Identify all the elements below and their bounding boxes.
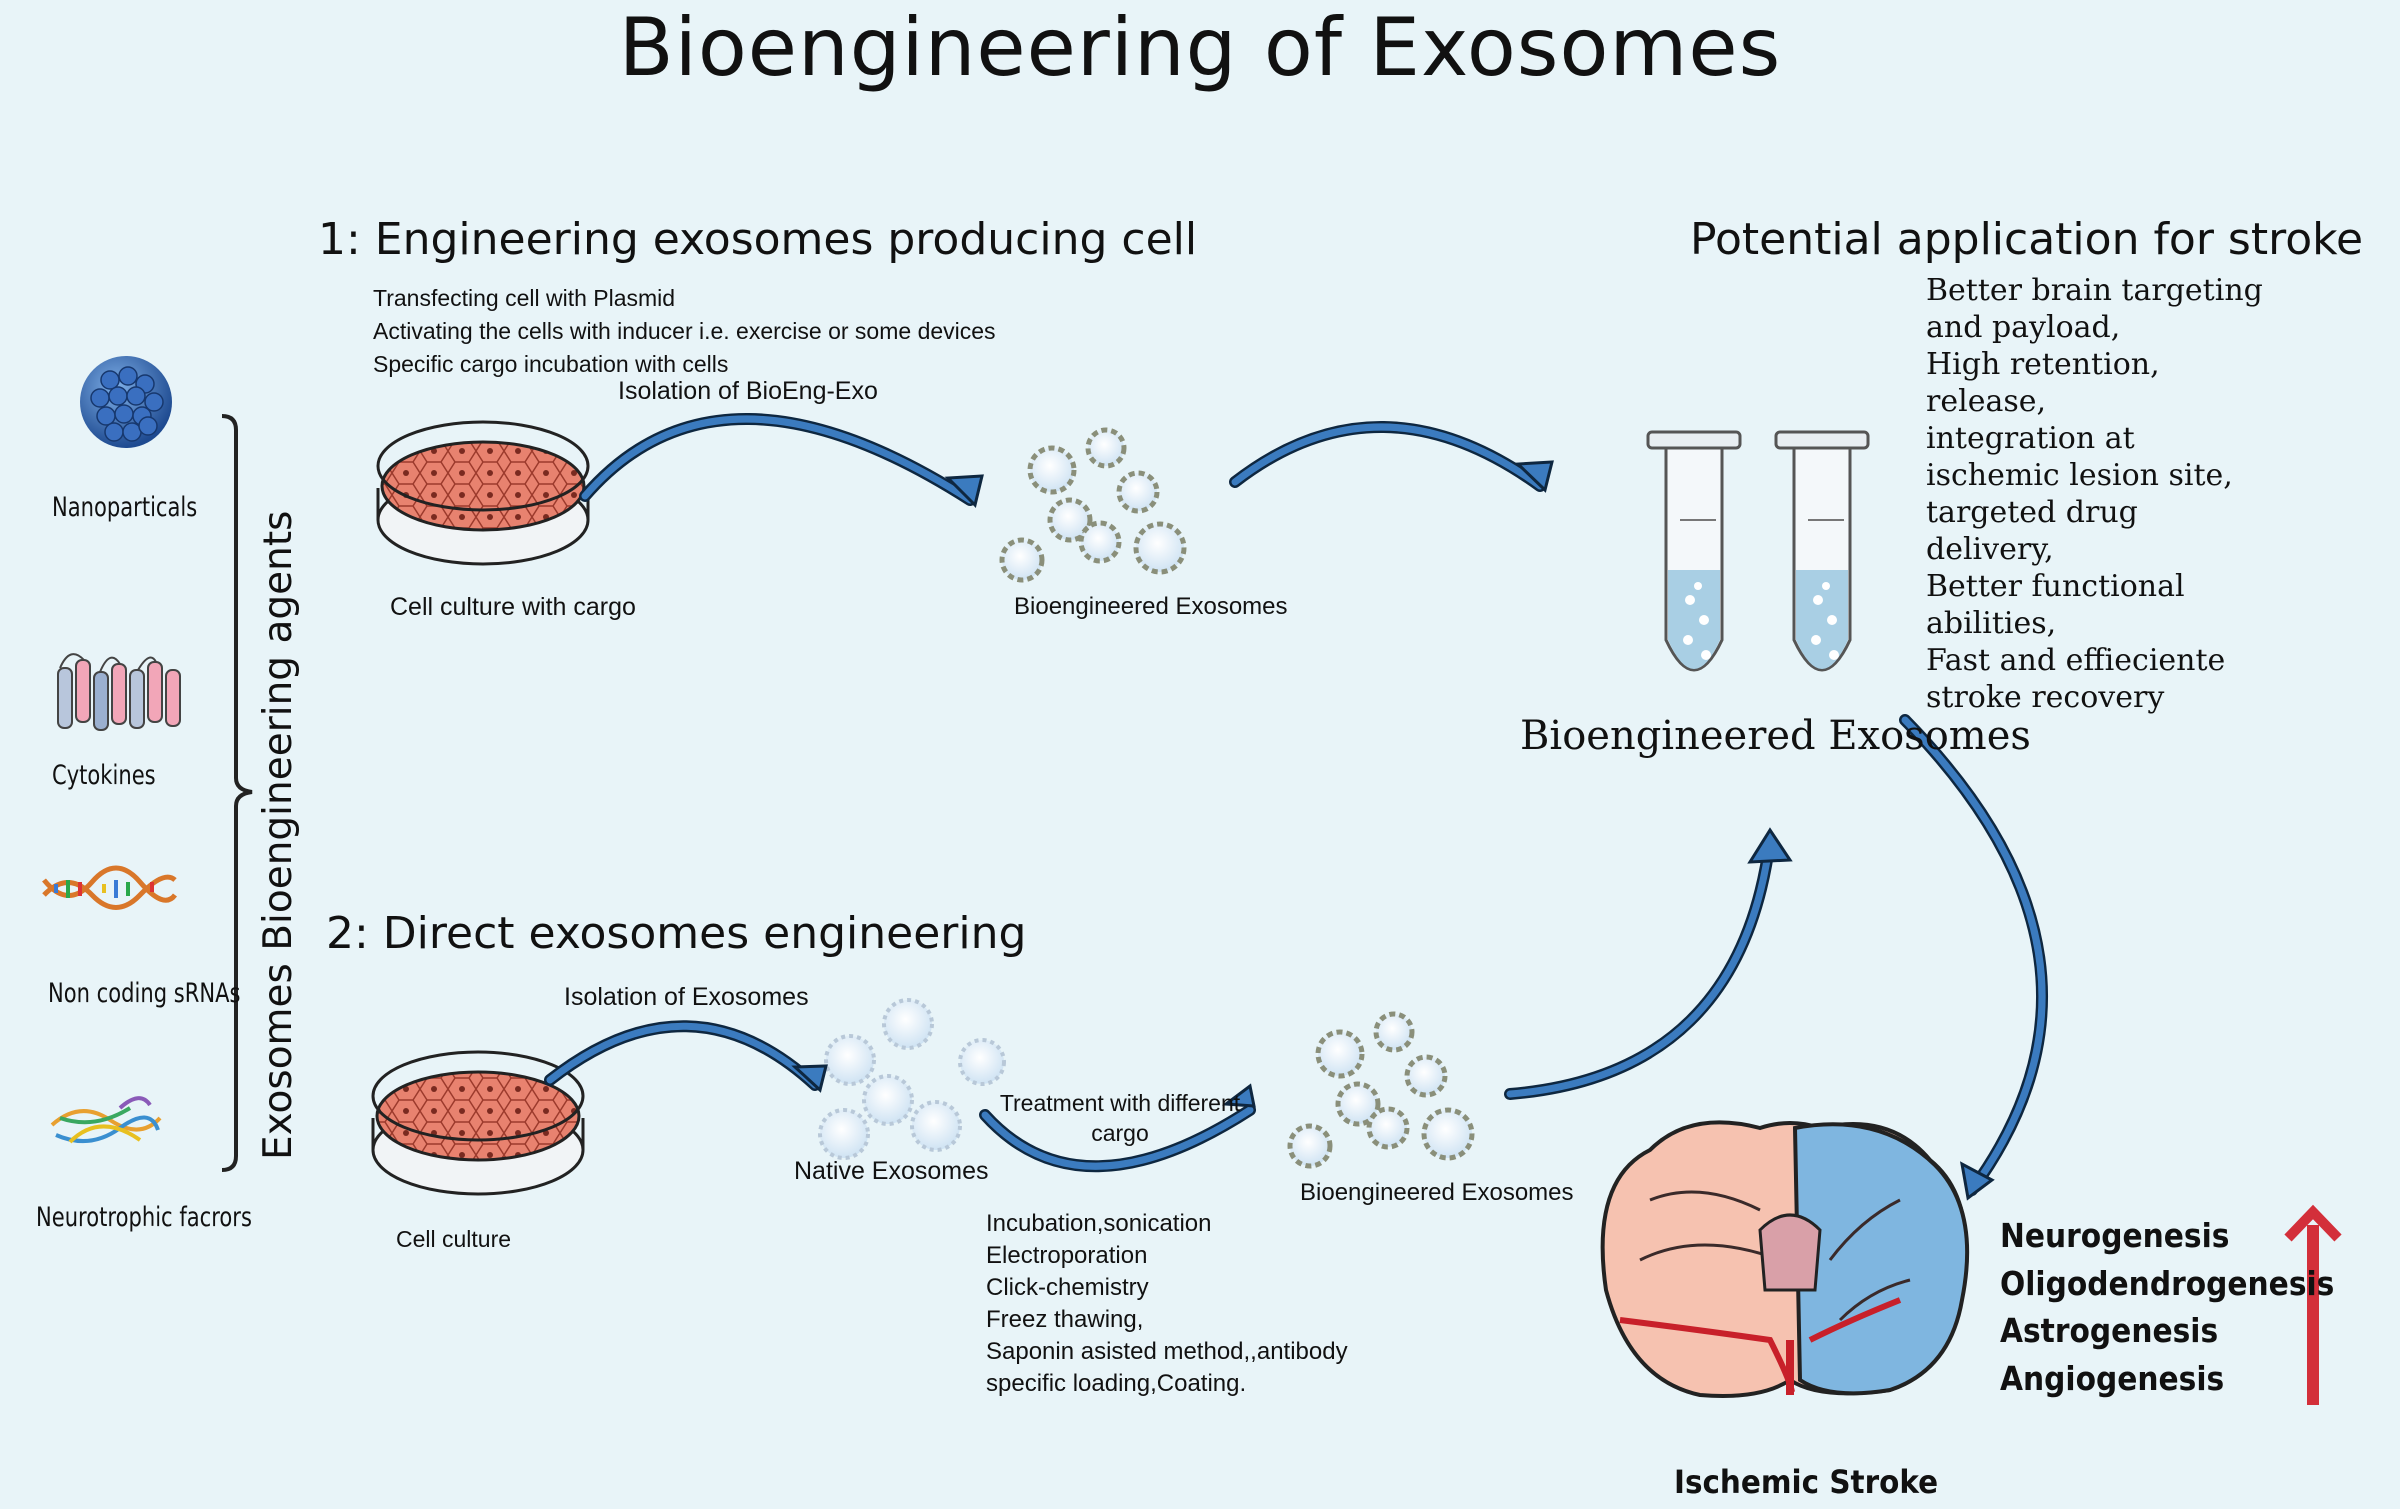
section1-heading: 1: Engineering exosomes producing cell bbox=[318, 214, 1198, 265]
tube-icon bbox=[1646, 430, 1742, 672]
exosome-icon bbox=[999, 427, 1187, 583]
treatment-label: Treatment with different cargo bbox=[999, 1090, 1241, 1146]
method-item: Incubation,sonication bbox=[986, 1210, 1212, 1237]
agents-vertical-label: Exosomes Bioengineering agents bbox=[256, 510, 301, 1160]
up-arrow-icon bbox=[2284, 1204, 2342, 1405]
agent-label: Nanoparticals bbox=[52, 492, 198, 523]
exosomes-label: Bioengineered Exosomes bbox=[1014, 593, 1288, 620]
method-item: Saponin asisted method,,antibody bbox=[986, 1338, 1348, 1365]
agents-bracket bbox=[221, 414, 253, 1172]
method-item: Specific cargo incubation with cells bbox=[373, 351, 729, 377]
culture-label: Cell culture bbox=[396, 1226, 512, 1252]
method-item: Click-chemistry bbox=[986, 1274, 1149, 1301]
neurotrophic-factor-icon bbox=[50, 1096, 162, 1144]
exosomes-label: Bioengineered Exosomes bbox=[1300, 1179, 1574, 1206]
product-label: Bioengineered Exosomes bbox=[1520, 713, 2031, 759]
brain-icon bbox=[1600, 1120, 1970, 1398]
section1-methods: Transfecting cell with Plasmid Activatin… bbox=[373, 282, 996, 381]
petri-dish-icon bbox=[376, 420, 590, 566]
section2-heading: 2: Direct exosomes engineering bbox=[326, 908, 1027, 959]
benefits-list: Better brain targeting and payload, High… bbox=[1926, 273, 2263, 715]
agent-label: Non coding sRNAs bbox=[48, 978, 241, 1009]
method-item: Transfecting cell with Plasmid bbox=[373, 285, 676, 311]
nanoparticle-icon bbox=[80, 356, 172, 448]
method-item: Electroporation bbox=[986, 1242, 1148, 1269]
flow-arrows bbox=[544, 413, 2049, 1201]
srna-icon bbox=[42, 865, 178, 910]
exosome-icon bbox=[1287, 1011, 1475, 1169]
tube-icon bbox=[1774, 430, 1870, 672]
page-title: Bioengineering of Exosomes bbox=[618, 1, 1782, 94]
agent-label: Cytokines bbox=[52, 760, 156, 791]
isolation-label: Isolation of Exosomes bbox=[564, 983, 809, 1011]
outcomes-list: Neurogenesis Oligodendrogenesis Astrogen… bbox=[2000, 1216, 2335, 1398]
stroke-label: Ischemic Stroke bbox=[1674, 1463, 1939, 1501]
method-item: Activating the cells with inducer i.e. e… bbox=[373, 318, 996, 344]
section2-methods: Incubation,sonication Electroporation Cl… bbox=[986, 1208, 1348, 1400]
method-item: Freez thawing, bbox=[986, 1306, 1144, 1333]
agent-label: Neurotrophic facrors bbox=[36, 1202, 252, 1233]
method-item: specific loading,Coating. bbox=[986, 1370, 1247, 1397]
native-exosomes-label: Native Exosomes bbox=[794, 1157, 989, 1185]
cytokine-icon bbox=[57, 653, 181, 731]
application-heading: Potential application for stroke bbox=[1690, 214, 2364, 265]
petri-dish-icon bbox=[371, 1050, 585, 1196]
exosome-icon bbox=[818, 998, 1006, 1160]
isolation-label: Isolation of BioEng-Exo bbox=[618, 377, 878, 405]
culture-label: Cell culture with cargo bbox=[390, 593, 636, 621]
